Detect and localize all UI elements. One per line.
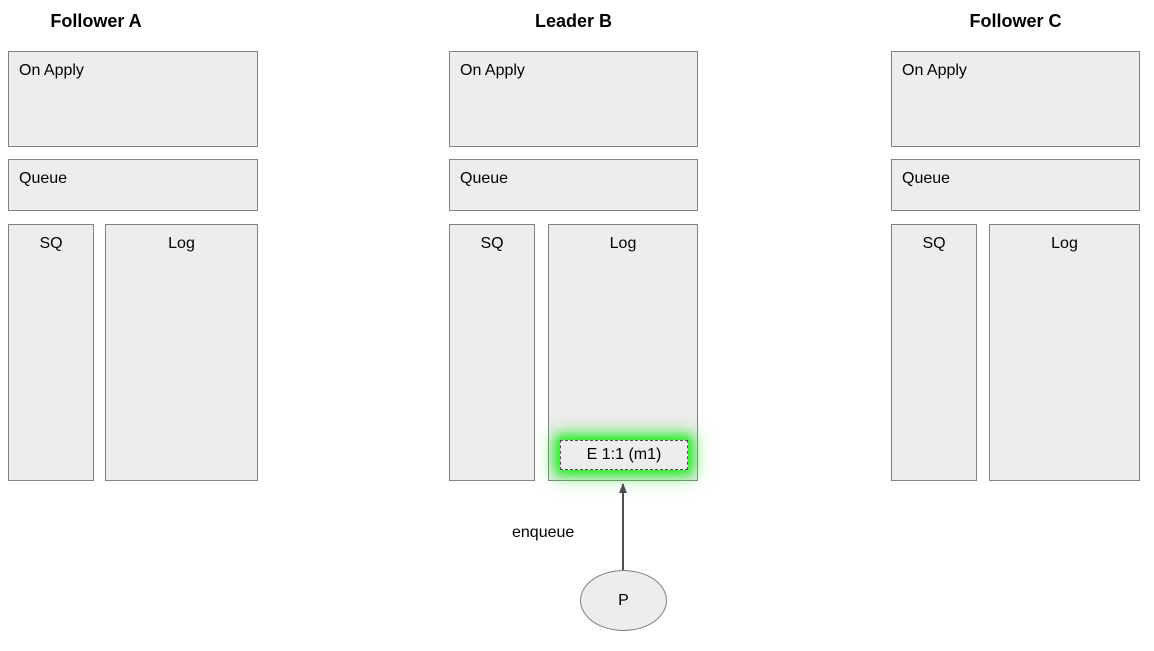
leader-b-queue-label: Queue: [460, 170, 509, 187]
enqueue-edge-label: enqueue: [512, 524, 575, 541]
follower-a-on-apply-label: On Apply: [19, 62, 84, 79]
producer-label: P: [618, 591, 629, 609]
follower-a-log-label: Log: [168, 235, 195, 252]
follower-c-log-label: Log: [1051, 235, 1078, 252]
column-title-leader-b: Leader B: [534, 11, 613, 31]
follower-a-on-apply-box[interactable]: On Apply: [8, 51, 258, 147]
column-title-follower-c: Follower C: [969, 11, 1062, 31]
producer-node[interactable]: P: [580, 570, 667, 631]
leader-b-queue-box[interactable]: Queue: [449, 159, 698, 211]
leader-b-log-box[interactable]: Log: [548, 224, 698, 481]
follower-c-sq-box[interactable]: SQ: [891, 224, 977, 481]
follower-c-on-apply-box[interactable]: On Apply: [891, 51, 1140, 147]
follower-c-sq-label: SQ: [922, 235, 946, 252]
leader-b-on-apply-label: On Apply: [460, 62, 525, 79]
follower-a-log-box[interactable]: Log: [105, 224, 258, 481]
leader-b-log-entry-highlighted[interactable]: E 1:1 (m1): [560, 440, 688, 470]
follower-a-queue-label: Queue: [19, 170, 68, 187]
leader-b-sq-label: SQ: [480, 235, 504, 252]
follower-c-queue-box[interactable]: Queue: [891, 159, 1140, 211]
column-title-follower-a: Follower A: [50, 11, 142, 31]
follower-a-sq-label: SQ: [39, 235, 63, 252]
follower-a-sq-box[interactable]: SQ: [8, 224, 94, 481]
follower-c-queue-label: Queue: [902, 170, 951, 187]
follower-c-log-box[interactable]: Log: [989, 224, 1140, 481]
leader-b-on-apply-box[interactable]: On Apply: [449, 51, 698, 147]
leader-b-log-label: Log: [609, 235, 637, 252]
leader-b-log-entry-label: E 1:1 (m1): [586, 446, 662, 463]
follower-a-queue-box[interactable]: Queue: [8, 159, 258, 211]
follower-c-on-apply-label: On Apply: [902, 62, 967, 79]
leader-b-sq-box[interactable]: SQ: [449, 224, 535, 481]
